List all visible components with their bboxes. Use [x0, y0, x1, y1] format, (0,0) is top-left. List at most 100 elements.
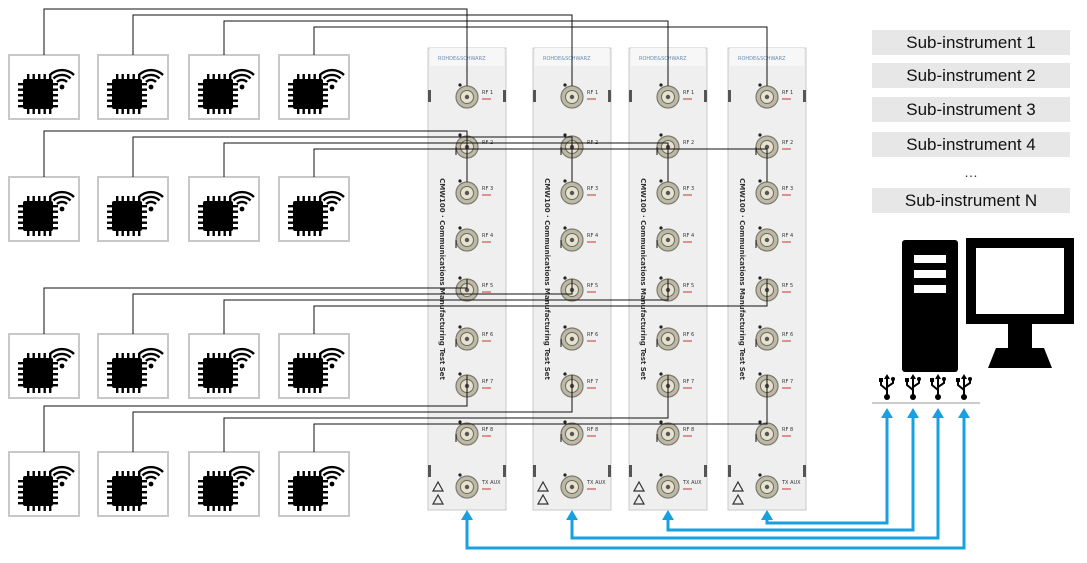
legend-sub-instrument-2: Sub-instrument 2: [872, 63, 1070, 88]
port-label: TX AUX: [682, 480, 702, 486]
chip-icon: [18, 74, 58, 114]
port-label: RF 3: [683, 186, 694, 192]
rf-port: RF 4: [455, 226, 493, 252]
usb-link: [666, 414, 915, 532]
usb-link-arrow: [461, 510, 473, 520]
port-label: RF 3: [587, 186, 598, 192]
rf-cable: [223, 279, 669, 334]
port-label: RF 1: [482, 90, 493, 96]
port-label: RF 8: [683, 427, 694, 433]
warning-icon: [731, 480, 745, 492]
port-label: RF 1: [782, 90, 793, 96]
device-box: [97, 333, 169, 399]
rf-port: RF 7: [455, 372, 493, 398]
device-box: [188, 333, 260, 399]
device-box: [8, 176, 80, 242]
rf-port: RF 1: [455, 83, 493, 109]
usb-icon: [904, 373, 922, 401]
legend-ellipsis: …: [964, 164, 978, 180]
rf-cable: [132, 279, 573, 334]
brand-logo: ROHDE&SCHWARZ: [738, 56, 786, 62]
chip-icon: [18, 196, 58, 236]
rf-port: RF 8: [455, 420, 493, 446]
usb-link: [465, 414, 966, 550]
chip-icon: [198, 196, 238, 236]
usb-link-arrow: [662, 510, 674, 520]
device-box: [278, 451, 350, 517]
usb-icon: [955, 373, 973, 401]
port-label: RF 6: [683, 332, 694, 338]
chip-icon: [107, 471, 147, 511]
device-box: [8, 333, 80, 399]
rf-port: RF 3: [560, 179, 598, 205]
port-label: RF 3: [482, 186, 493, 192]
usb-link-arrow: [958, 408, 970, 418]
device-box: [278, 176, 350, 242]
port-label: RF 4: [482, 233, 493, 239]
usb-link: [570, 414, 940, 540]
port-label: RF 5: [782, 283, 793, 289]
brand-logo: ROHDE&SCHWARZ: [639, 56, 687, 62]
rf-port: RF 8: [755, 420, 793, 446]
chip-icon: [198, 353, 238, 393]
rf-port: RF 6: [755, 325, 793, 351]
rf-cable: [43, 8, 468, 86]
device-box: [188, 451, 260, 517]
chip-icon: [198, 74, 238, 114]
rf-port: TX AUX: [656, 473, 702, 499]
device-box: [97, 451, 169, 517]
warning-icon: [632, 480, 646, 492]
port-label: RF 2: [683, 140, 694, 146]
rf-cable: [43, 279, 468, 334]
usb-link-arrow: [566, 510, 578, 520]
warning-icon: [731, 493, 745, 505]
legend-sub-instrument-4: Sub-instrument 4: [872, 132, 1070, 157]
rf-cable: [223, 142, 669, 182]
chip-icon: [288, 196, 328, 236]
rf-cable: [43, 375, 468, 452]
port-label: RF 3: [782, 186, 793, 192]
rf-port: RF 1: [656, 83, 694, 109]
chip-icon: [107, 353, 147, 393]
rf-cable: [313, 148, 768, 182]
instrument-vertical-label: CMW100 · Communications Manufacturing Te…: [639, 178, 647, 380]
chip-icon: [198, 471, 238, 511]
device-box: [278, 333, 350, 399]
instrument-vertical-label: CMW100 · Communications Manufacturing Te…: [543, 178, 551, 380]
warning-icon: [632, 493, 646, 505]
pc-icon: [902, 238, 1074, 372]
port-label: RF 5: [482, 283, 493, 289]
port-label: RF 7: [782, 379, 793, 385]
chip-icon: [288, 471, 328, 511]
port-label: RF 1: [587, 90, 598, 96]
rf-cable: [132, 136, 573, 182]
port-label: RF 8: [587, 427, 598, 433]
port-label: TX AUX: [481, 480, 501, 486]
chip-icon: [288, 74, 328, 114]
rf-cable: [313, 279, 768, 334]
legend-sub-instrument-3: Sub-instrument 3: [872, 97, 1070, 122]
instrument-vertical-label: CMW100 · Communications Manufacturing Te…: [438, 178, 446, 380]
legend-sub-instrument-n: Sub-instrument N: [872, 188, 1070, 213]
port-label: RF 5: [683, 283, 694, 289]
device-box: [188, 176, 260, 242]
chip-icon: [288, 353, 328, 393]
port-label: RF 7: [482, 379, 493, 385]
warning-icon: [536, 480, 550, 492]
rf-port: RF 3: [455, 179, 493, 205]
rf-cable: [223, 20, 669, 86]
chip-icon: [18, 471, 58, 511]
device-box: [8, 54, 80, 120]
rf-port: RF 3: [656, 179, 694, 205]
device-box: [278, 54, 350, 120]
rf-port: TX AUX: [755, 473, 801, 499]
warning-icon: [536, 493, 550, 505]
rf-cable: [43, 130, 468, 182]
brand-logo: ROHDE&SCHWARZ: [543, 56, 591, 62]
port-label: RF 4: [683, 233, 694, 239]
rf-port: RF 6: [455, 325, 493, 351]
legend-sub-instrument-1: Sub-instrument 1: [872, 30, 1070, 55]
warning-icon: [431, 493, 445, 505]
